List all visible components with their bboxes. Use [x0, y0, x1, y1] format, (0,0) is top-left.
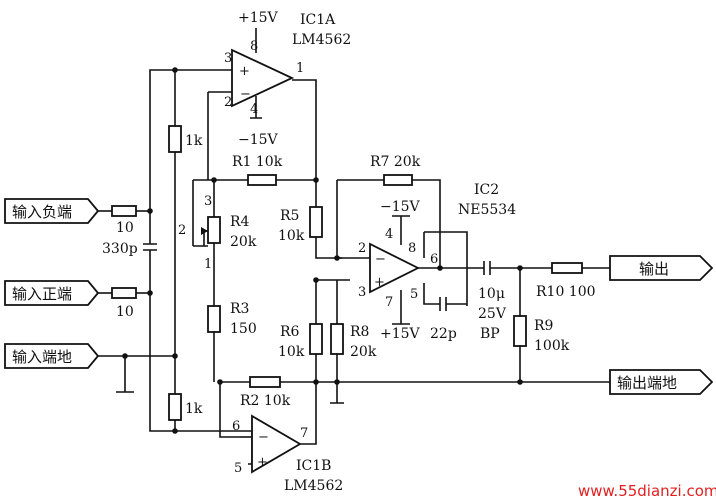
wiring — [98, 28, 610, 465]
ic2-part: NE5534 — [458, 202, 516, 218]
svg-text:+: + — [257, 455, 268, 470]
c-out-voltage: 25V — [478, 306, 507, 322]
ic2-pin6: 6 — [430, 252, 438, 267]
resistor-1k-bottom — [168, 393, 182, 421]
junctions — [122, 67, 523, 434]
r-in1-value: 10 — [116, 220, 134, 236]
port-out-gnd — [609, 369, 714, 395]
r-in2-value: 10 — [116, 304, 134, 320]
r8-ref: R8 — [350, 324, 369, 340]
r8-value: 20k — [350, 344, 377, 360]
ic1b-ref: IC1B — [296, 458, 331, 474]
ic1a-part: LM4562 — [292, 32, 351, 48]
svg-text:−: − — [240, 87, 251, 102]
ic2-pin2: 2 — [358, 241, 366, 256]
opamp-ic1b — [251, 414, 302, 474]
ic2-vminus: −15V — [380, 199, 421, 215]
resistors — [111, 125, 583, 421]
opamps: + − − + − + — [231, 48, 421, 474]
resistor-r7 — [383, 174, 413, 186]
port-in-gnd-label: 输入端地 — [12, 348, 72, 366]
resistor-r2 — [249, 376, 281, 388]
r7-label: R7 20k — [370, 154, 421, 170]
resistor-r4 — [207, 216, 221, 244]
port-in-pos-label: 输入正端 — [12, 285, 72, 303]
resistor-r8 — [330, 323, 344, 355]
r6-ref: R6 — [280, 324, 300, 340]
port-out-label: 输出 — [639, 260, 669, 278]
ic1a-pin2: 2 — [224, 95, 232, 110]
ic1a-pin3: 3 — [224, 51, 232, 66]
ic1a-pin4: 4 — [250, 102, 258, 117]
resistor-1k-top — [168, 125, 182, 153]
port-in-neg — [4, 198, 100, 224]
resistor-r3 — [207, 305, 221, 333]
r-1k-bottom-value: 1k — [185, 401, 203, 417]
ic1a-ref: IC1A — [300, 12, 336, 28]
r9-value: 100k — [534, 338, 570, 354]
r6-value: 10k — [278, 344, 305, 360]
r5-value: 10k — [278, 228, 305, 244]
ic1b-part: LM4562 — [284, 478, 343, 494]
c-out-value: 10μ — [478, 286, 505, 302]
pot-wiper-arrow — [201, 227, 208, 235]
r4-pin1: 1 — [204, 257, 212, 272]
opamp-ic1a — [231, 48, 295, 108]
resistor-r-in-pos — [111, 287, 137, 299]
ic2-vplus: +15V — [380, 326, 421, 342]
r9-ref: R9 — [534, 318, 553, 334]
ic2-pin4: 4 — [385, 227, 393, 242]
r4-ref: R4 — [230, 214, 250, 230]
r5-ref: R5 — [280, 208, 299, 224]
port-in-pos — [4, 280, 100, 306]
ic2-pin3: 3 — [358, 285, 366, 300]
ic2-pin7: 7 — [385, 295, 393, 310]
r4-pin3: 3 — [204, 194, 212, 209]
svg-text:+: + — [374, 275, 385, 290]
svg-text:+: + — [239, 64, 250, 79]
svg-text:−: − — [258, 430, 269, 445]
watermark: www.55dianzi.com — [578, 482, 716, 500]
port-out — [609, 255, 714, 281]
port-tags: 输入负端 输入正端 输入端地 输出 输出端地 — [4, 198, 714, 395]
ic1a-pin1: 1 — [296, 61, 304, 76]
r3-value: 150 — [230, 321, 257, 337]
ic1b-pin5: 5 — [234, 461, 242, 476]
opamp-ic2 — [369, 242, 421, 294]
c-in-value: 330p — [102, 241, 138, 257]
ic2-ref: IC2 — [474, 182, 499, 198]
c-comp-value: 22p — [430, 326, 457, 342]
r1-label: R1 10k — [232, 154, 283, 170]
r3-ref: R3 — [230, 301, 249, 317]
resistor-r10 — [551, 262, 583, 274]
resistor-r5 — [309, 206, 323, 238]
svg-text:−: − — [375, 252, 386, 267]
r-1k-top-value: 1k — [185, 133, 203, 149]
port-in-neg-label: 输入负端 — [12, 203, 72, 221]
ic1b-pin7: 7 — [300, 426, 308, 441]
labels: +15V IC1A LM4562 3 2 1 8 4 −15V 6 5 7 IC… — [102, 10, 716, 500]
r4-value: 20k — [230, 234, 257, 250]
resistor-r-in-neg — [111, 205, 137, 217]
ic1b-pin6: 6 — [232, 419, 240, 434]
r2-label: R2 10k — [240, 393, 291, 409]
port-out-gnd-label: 输出端地 — [617, 374, 677, 392]
ic1a-vplus: +15V — [238, 10, 279, 26]
resistor-r9 — [513, 315, 527, 347]
resistor-r1 — [247, 174, 277, 186]
ic1a-vminus: −15V — [238, 132, 279, 148]
r4-pin2: 2 — [178, 223, 186, 238]
ic2-pin8: 8 — [408, 241, 416, 256]
c-out-type: BP — [480, 326, 500, 342]
resistor-r6 — [309, 323, 323, 355]
ic1a-pin8: 8 — [250, 39, 258, 54]
r10-label: R10 100 — [536, 284, 596, 300]
port-in-gnd — [4, 343, 100, 369]
ic2-pin5: 5 — [410, 287, 418, 302]
